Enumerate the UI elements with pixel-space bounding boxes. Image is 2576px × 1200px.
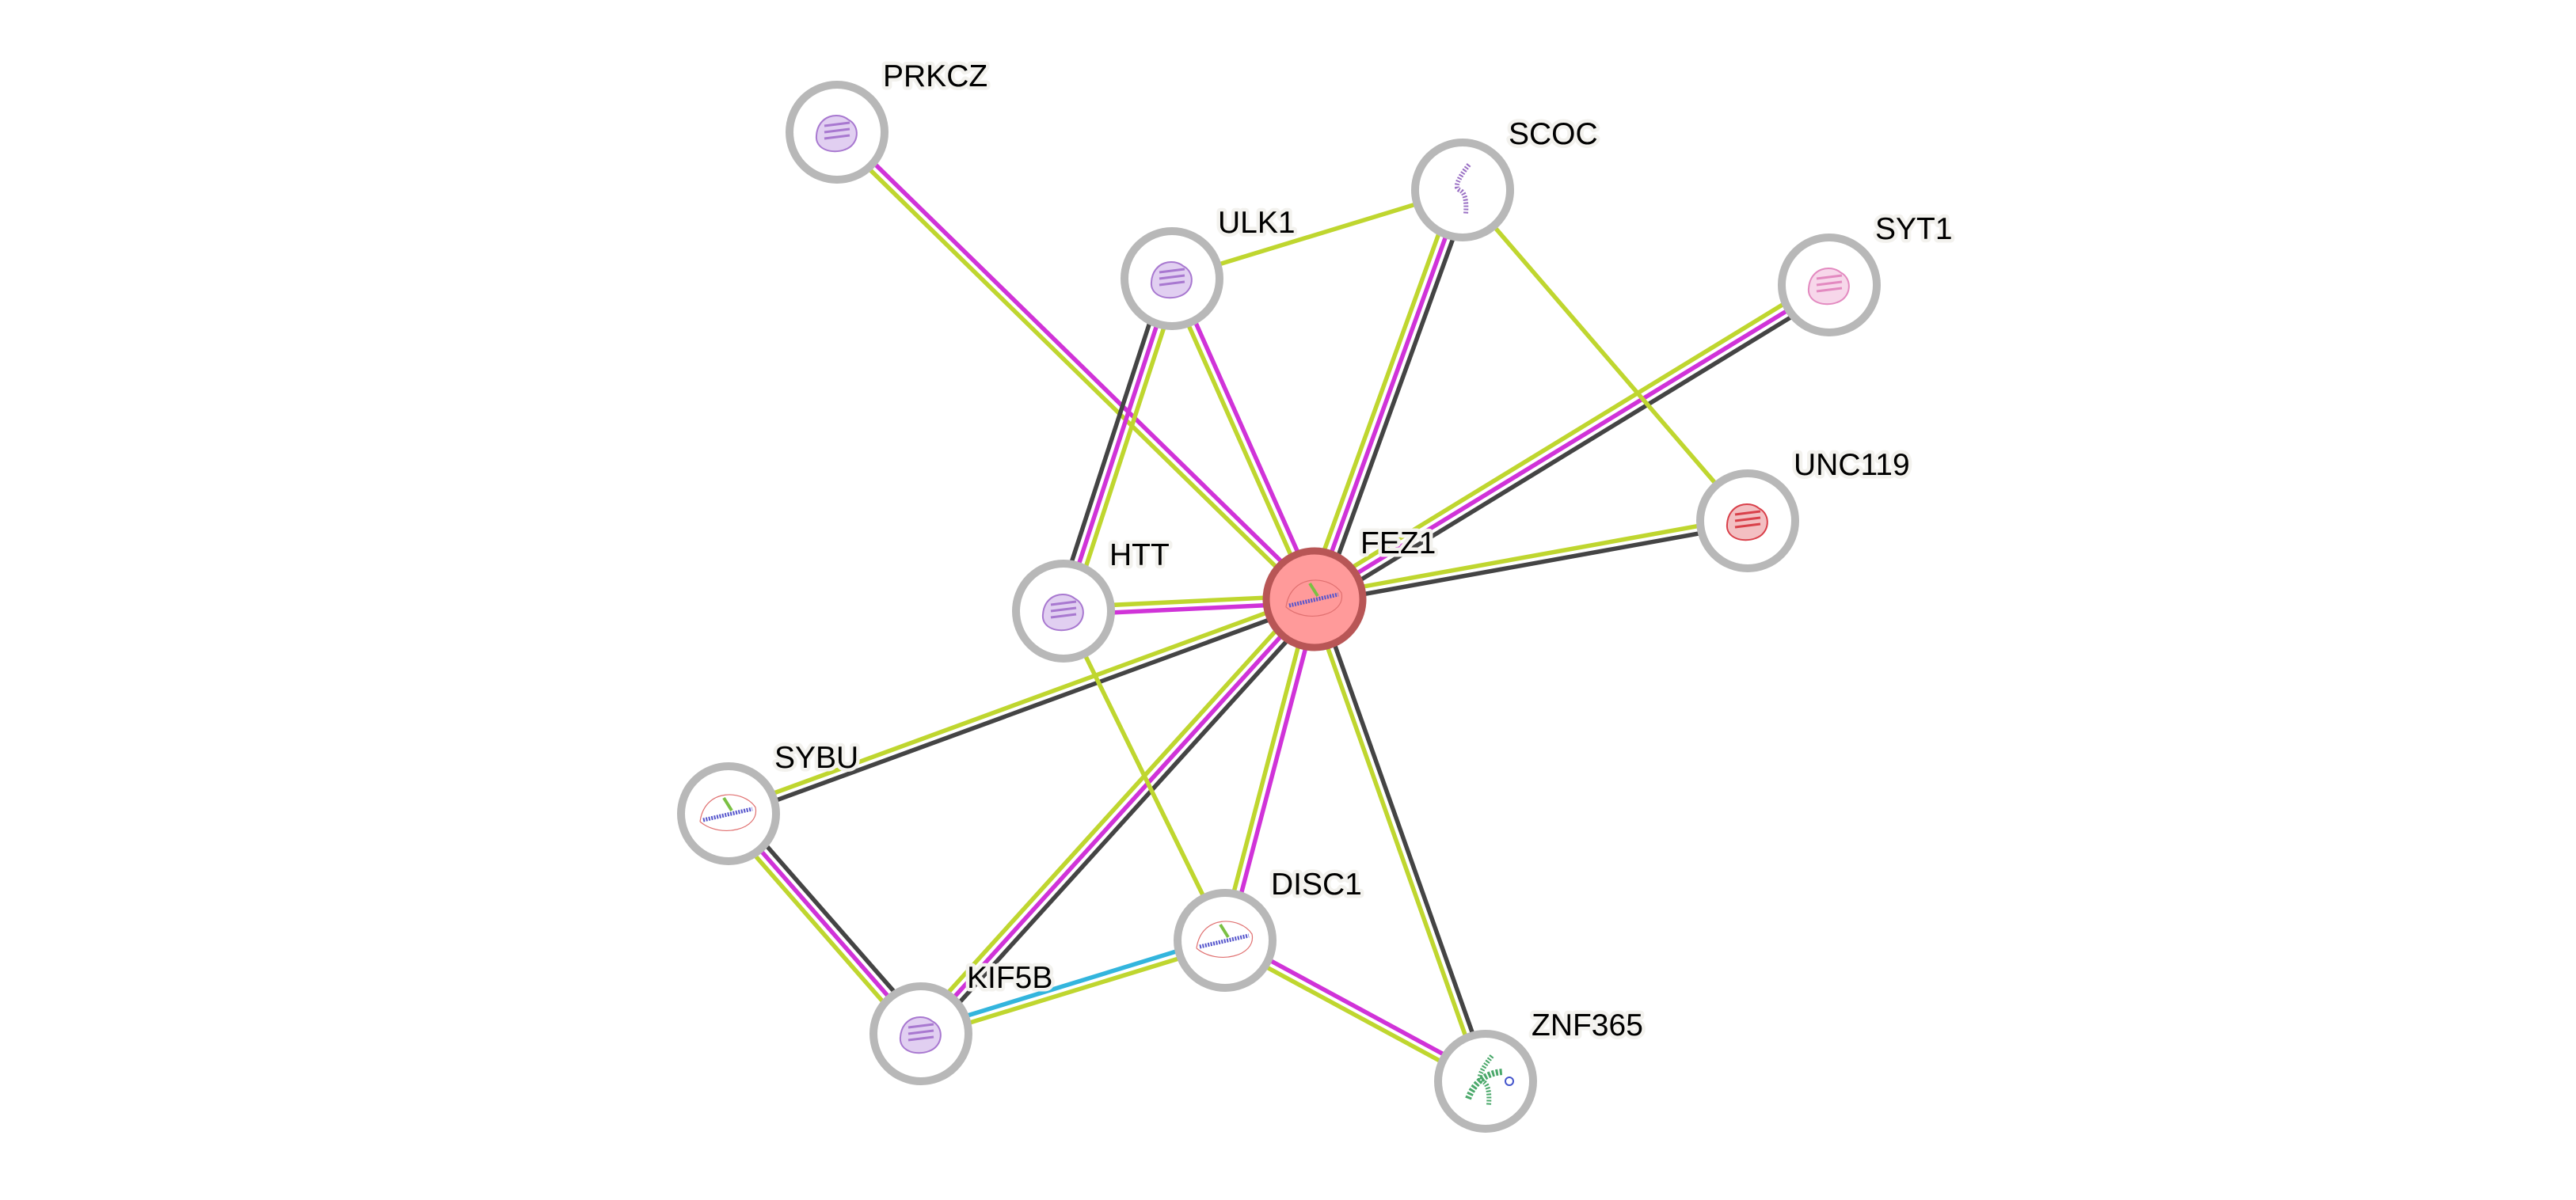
edge-scoc-unc119[interactable] xyxy=(1460,188,1750,522)
node-ulk1[interactable]: ULK1 xyxy=(1121,203,1299,330)
edge-htt-disc1[interactable] xyxy=(1061,609,1227,942)
protein-structure-rainbow-icon xyxy=(699,794,756,831)
node-label: HTT xyxy=(1109,538,1170,572)
node-label: SCOC xyxy=(1509,117,1598,151)
node-label: DISC1 xyxy=(1271,868,1362,902)
edge-line-experiments xyxy=(838,127,1319,598)
edge-line-coexpression xyxy=(1315,597,1492,1081)
edge-fez1-scoc[interactable] xyxy=(1305,186,1472,603)
edge-fez1-prkcz[interactable] xyxy=(832,127,1319,604)
protein-structure-rainbow-icon xyxy=(1196,921,1253,958)
edge-line-textmining xyxy=(1305,186,1458,598)
edge-line-textmining xyxy=(921,941,1227,1040)
edge-line-coexpression xyxy=(729,600,1317,820)
edge-line-coexpression xyxy=(1317,289,1835,608)
edge-line-textmining xyxy=(1308,599,1485,1084)
edge-line-experiments xyxy=(1173,275,1320,599)
edge-line-coexpression xyxy=(1315,522,1749,606)
edge-line-textmining xyxy=(1309,276,1827,595)
protein-structure-pink-icon xyxy=(1807,267,1850,306)
node-unc119[interactable]: UNC119 xyxy=(1696,445,1913,572)
edge-line-experiments xyxy=(1312,189,1465,600)
edge-line-experiments xyxy=(919,598,1317,1035)
node-fez1[interactable]: FEZ1 xyxy=(1262,523,1440,651)
node-label: UNC119 xyxy=(1794,448,1910,482)
node-label: ULK1 xyxy=(1218,206,1296,240)
edge-line-experiments xyxy=(1313,283,1831,602)
edge-line-textmining xyxy=(1068,280,1181,614)
edge-line-textmining xyxy=(832,133,1314,604)
edge-line-coexpression xyxy=(925,602,1322,1041)
node-znf365[interactable]: ZNF365 xyxy=(1434,1005,1646,1133)
node-scoc[interactable]: SCOC xyxy=(1411,114,1601,241)
protein-structure-purple-icon xyxy=(1150,260,1193,299)
edge-line-textmining xyxy=(726,593,1315,813)
edge-fez1-unc119[interactable] xyxy=(1313,515,1749,606)
node-htt[interactable]: HTT xyxy=(1012,535,1173,663)
edge-line-experiments xyxy=(1061,278,1174,612)
protein-structure-purple-icon xyxy=(815,114,858,153)
node-label: SYT1 xyxy=(1875,212,1953,246)
edge-line-textmining xyxy=(1219,598,1314,940)
protein-structure-purple-icon xyxy=(899,1016,942,1054)
edge-line-databases xyxy=(919,934,1225,1033)
node-label: PRKCZ xyxy=(883,59,987,93)
edge-ulk1-htt[interactable] xyxy=(1054,275,1181,614)
edge-line-coexpression xyxy=(1054,275,1167,609)
protein-helix-rainbow-icon xyxy=(1465,1054,1514,1106)
protein-helix-purple-icon xyxy=(1455,163,1471,215)
node-kif5b[interactable]: KIF5B xyxy=(869,958,1056,1085)
protein-structure-rainbow-icon xyxy=(1285,579,1342,617)
edge-line-textmining xyxy=(1460,188,1750,522)
node-label: FEZ1 xyxy=(1360,526,1436,560)
edge-line-coexpression xyxy=(1319,192,1472,603)
edge-line-textmining xyxy=(1166,279,1314,602)
node-sybu[interactable]: SYBU xyxy=(677,738,862,865)
edge-fez1-sybu[interactable] xyxy=(726,593,1317,820)
edge-line-textmining xyxy=(913,592,1311,1031)
node-disc1[interactable]: DISC1 xyxy=(1174,864,1365,992)
edge-line-textmining xyxy=(1061,609,1227,942)
edge-fez1-disc1[interactable] xyxy=(1219,598,1321,942)
edge-fez1-ulk1[interactable] xyxy=(1166,275,1320,602)
node-label: ZNF365 xyxy=(1532,1008,1643,1042)
protein-structure-red-icon xyxy=(1726,503,1768,541)
edge-kif5b-disc1[interactable] xyxy=(919,934,1227,1040)
edge-line-textmining xyxy=(1313,515,1748,598)
edge-fez1-syt1[interactable] xyxy=(1309,276,1835,608)
node-prkcz[interactable]: PRKCZ xyxy=(786,56,991,184)
node-syt1[interactable]: SYT1 xyxy=(1778,209,1956,336)
node-label: KIF5B xyxy=(967,961,1052,995)
node-label: SYBU xyxy=(774,741,858,775)
edge-fez1-znf365[interactable] xyxy=(1308,597,1492,1084)
edge-line-experiments xyxy=(1226,599,1321,942)
protein-structure-purple-icon xyxy=(1041,593,1084,632)
edge-fez1-kif5b[interactable] xyxy=(913,592,1322,1041)
